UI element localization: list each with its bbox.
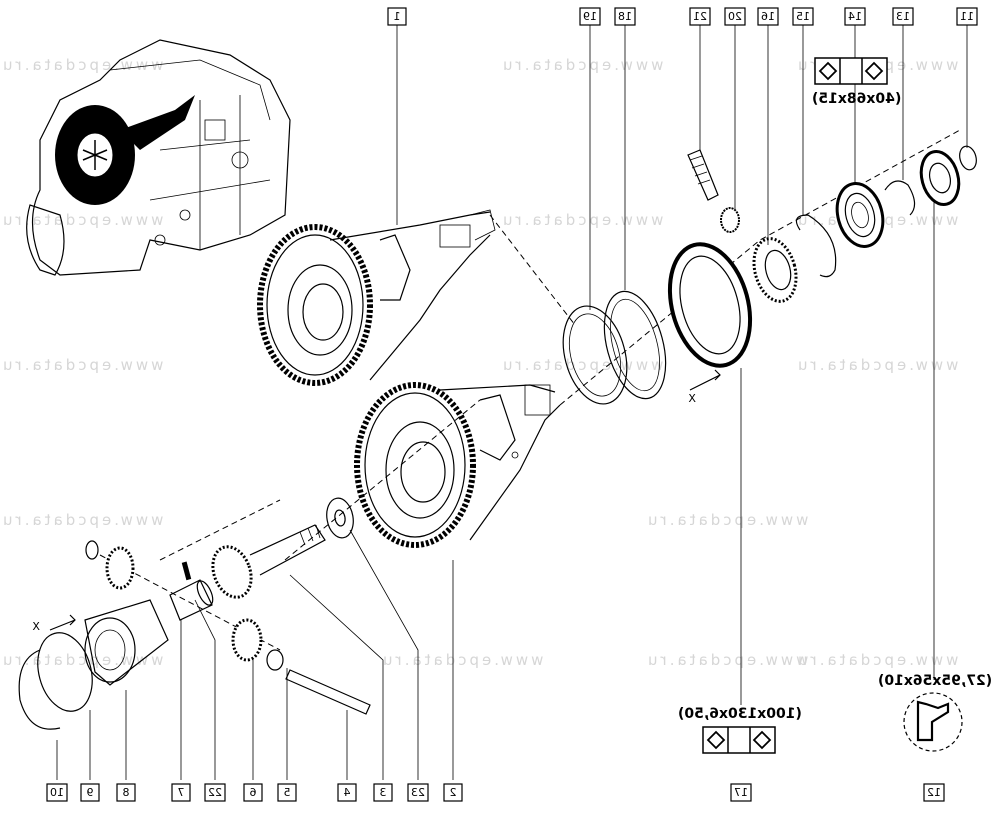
callout-11: 11	[956, 7, 978, 26]
svg-text:5: 5	[284, 786, 291, 799]
svg-text:X: X	[688, 392, 696, 405]
part-15-circlip	[795, 214, 837, 278]
callout-8: 8	[116, 783, 136, 802]
part-11-ring	[959, 145, 977, 171]
svg-text:18: 18	[618, 10, 632, 23]
watermark: www.epcdata.ru	[0, 56, 163, 74]
callout-15: 15	[792, 7, 814, 26]
part-7-sleeve	[169, 579, 214, 621]
watermark: www.epcdata.ru	[795, 651, 958, 669]
callout-6: 6	[243, 783, 263, 802]
watermark: www.epcdata.ru	[795, 356, 958, 374]
svg-text:23: 23	[411, 786, 425, 799]
callout-20: 20	[724, 7, 746, 26]
svg-text:22: 22	[208, 786, 222, 799]
part-9-ring	[37, 632, 93, 712]
watermark: www.epcdata.ru	[0, 211, 163, 229]
svg-text:11: 11	[960, 10, 974, 23]
part-23-washer	[326, 497, 354, 539]
callout-5: 5	[277, 783, 297, 802]
callout-16: 16	[757, 7, 779, 26]
part-21-bolt	[687, 149, 719, 201]
callout-9: 9	[80, 783, 100, 802]
watermark: www.epcdata.ru	[0, 651, 163, 669]
svg-text:17: 17	[734, 786, 748, 799]
differential-gear	[105, 546, 135, 590]
callout-14: 14	[844, 7, 866, 26]
differential-washer	[85, 540, 99, 560]
seal-17-spec: (100x130x6,50)	[678, 706, 802, 722]
seal-symbol-12: (27,95x56x10)	[878, 673, 992, 752]
callout-4: 4	[337, 783, 357, 802]
part-13-snap-ring	[884, 180, 916, 216]
part-12-seal	[919, 150, 961, 206]
watermark: www.epcdata.ru	[0, 511, 163, 529]
part-3-pinion-shaft	[211, 524, 326, 599]
svg-text:X: X	[32, 620, 40, 633]
part-19-shim	[562, 305, 628, 405]
callout-3: 3	[373, 783, 393, 802]
svg-text:14: 14	[848, 10, 862, 23]
part-5-washer	[266, 649, 284, 671]
callout-19: 19	[579, 7, 601, 26]
callout-2: 2	[443, 783, 463, 802]
section-marker-left: X	[32, 614, 76, 633]
callout-21: 21	[689, 7, 711, 26]
watermark: www.epcdata.ru	[500, 356, 663, 374]
svg-text:9: 9	[87, 786, 94, 799]
part-6-side-gear	[231, 618, 263, 662]
section-marker-right: X	[688, 369, 721, 405]
svg-text:6: 6	[250, 786, 257, 799]
svg-text:3: 3	[380, 786, 387, 799]
part-20-pinion	[720, 207, 740, 233]
svg-text:15: 15	[796, 10, 810, 23]
seal-symbol-17: (100x130x6,50)	[678, 706, 802, 754]
callout-18: 18	[614, 7, 636, 26]
seal-12-spec: (27,95x56x10)	[878, 673, 992, 689]
seal-symbol-14: (40x68x15)	[812, 57, 901, 107]
assembly-axis-line	[559, 129, 961, 406]
callout-23: 23	[407, 783, 429, 802]
watermark: www.epcdata.ru	[500, 211, 663, 229]
leader-lines	[56, 25, 968, 780]
part-10-circlip	[18, 649, 61, 730]
part-14-ball-bearing	[835, 182, 885, 248]
part-16-tapered-bearing	[752, 237, 798, 303]
svg-text:21: 21	[693, 10, 707, 23]
callout-12: 12	[923, 783, 945, 802]
watermark: www.epcdata.ru	[380, 651, 543, 669]
callout-22: 22	[204, 783, 226, 802]
svg-text:12: 12	[927, 786, 941, 799]
watermark: www.epcdata.ru	[645, 511, 808, 529]
gearbox-housing-illustration	[26, 39, 291, 276]
svg-text:20: 20	[728, 10, 742, 23]
watermark: www.epcdata.ru	[0, 356, 163, 374]
svg-text:8: 8	[123, 786, 130, 799]
svg-text:16: 16	[761, 10, 775, 23]
watermark: www.epcdata.ru	[500, 56, 663, 74]
watermarks: www.epcdata.ru www.epcdata.ru www.epcdat…	[0, 56, 958, 669]
callout-7: 7	[171, 783, 191, 802]
watermark: www.epcdata.ru	[645, 651, 808, 669]
part-17-seal	[667, 242, 753, 368]
part-8-differential-housing	[84, 599, 169, 686]
part-4-shaft-pin	[285, 669, 371, 715]
svg-text:19: 19	[583, 10, 597, 23]
callout-10: 10	[46, 783, 68, 802]
part-2-gear-shaft	[354, 382, 561, 548]
svg-text:10: 10	[50, 786, 64, 799]
svg-text:4: 4	[344, 786, 351, 799]
part-22-pin	[181, 561, 192, 581]
part-1-gear-shaft	[257, 209, 496, 386]
seal-14-spec: (40x68x15)	[812, 91, 901, 107]
part-18-ring	[603, 290, 667, 400]
svg-text:7: 7	[178, 786, 185, 799]
svg-text:2: 2	[450, 786, 457, 799]
callout-13: 13	[892, 7, 914, 26]
callout-17: 17	[730, 783, 752, 802]
callout-1: 1	[387, 7, 407, 26]
svg-text:13: 13	[896, 10, 910, 23]
svg-text:1: 1	[394, 10, 401, 23]
